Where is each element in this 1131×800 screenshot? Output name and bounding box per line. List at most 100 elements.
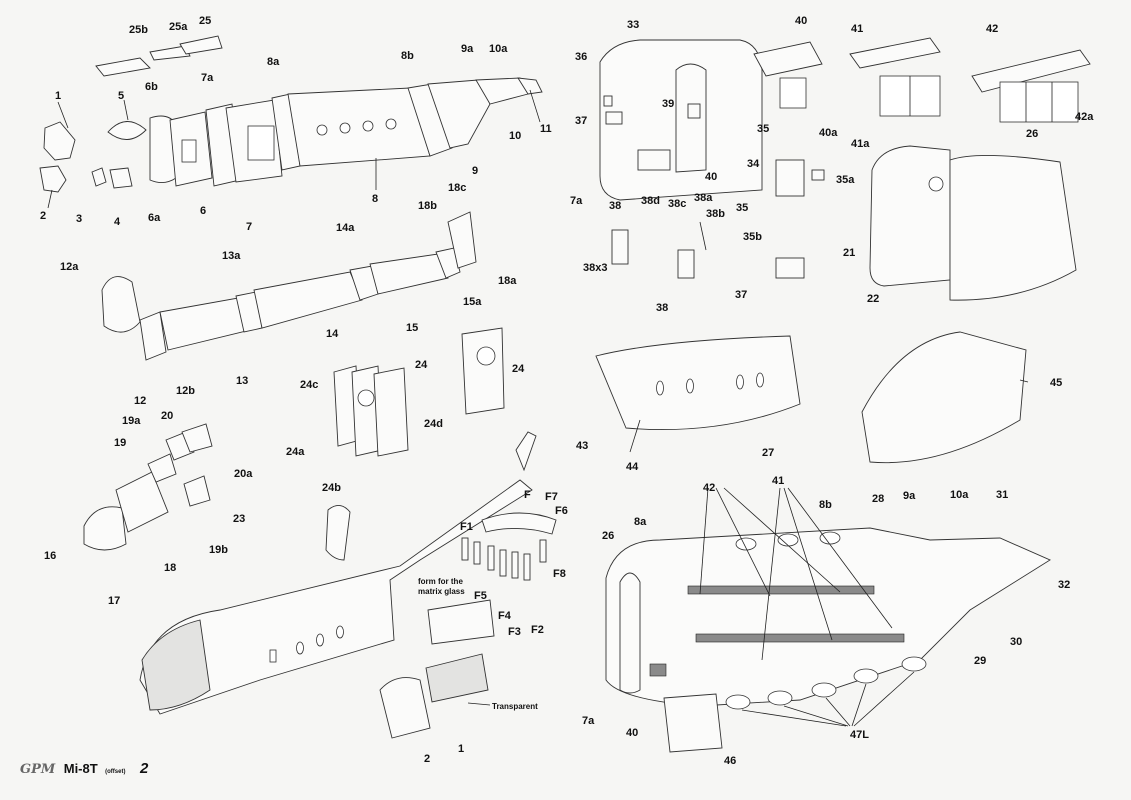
interior-parts: [599, 37, 1091, 301]
part-24: [373, 367, 409, 457]
label-35b: 35b: [743, 231, 762, 243]
part-24-porthole: [357, 389, 375, 407]
label-35-a: 35: [757, 123, 769, 135]
label-F: F: [524, 489, 531, 501]
leader-42c: [723, 487, 841, 593]
matrix-glass-form: [427, 599, 495, 645]
label-12a: 12a: [60, 261, 79, 273]
part-37-unit: [775, 257, 805, 279]
label-38b: 38b: [706, 208, 725, 220]
label-8a: 8a: [267, 56, 280, 68]
leader-47L-d: [851, 683, 867, 727]
label-35a: 35a: [836, 174, 855, 186]
label-9a: 9a: [461, 43, 474, 55]
window-8-3: [362, 120, 374, 132]
frame-F8: [539, 539, 547, 563]
part-47L-window-2: [767, 690, 793, 706]
label-37-a: 37: [575, 115, 587, 127]
label-43: 43: [576, 440, 588, 452]
window-8-1: [316, 124, 328, 136]
part-25b: [95, 57, 151, 77]
leader-11: [529, 89, 541, 123]
label-12: 12: [134, 395, 146, 407]
part-27-window-4: [756, 372, 764, 388]
label-6a: 6a: [148, 212, 161, 224]
leader-42a: [699, 487, 709, 595]
label-44: 44: [626, 461, 639, 473]
page-footer: GPM Mi-8T (offset) 2: [20, 760, 148, 778]
part-37-box: [605, 111, 623, 125]
label-1-nose: 1: [458, 743, 464, 755]
part-27-window-3: [736, 374, 744, 390]
frame-F4: [511, 551, 519, 579]
leader-47L-e: [853, 671, 915, 727]
label-24b: 24b: [322, 482, 341, 494]
label-18c: 18c: [448, 182, 466, 194]
label-24c: 24c: [300, 379, 318, 391]
leader-41b: [783, 487, 833, 641]
window-8-4: [385, 118, 397, 130]
label-6b: 6b: [145, 81, 158, 93]
label-27: 27: [762, 447, 774, 459]
part-40a-frame: [779, 77, 807, 109]
label-F1: F1: [460, 521, 473, 533]
bench-lower: [695, 633, 905, 643]
leader-45: [1019, 379, 1029, 383]
part-7-door: [247, 125, 275, 161]
label-38-a: 38: [609, 200, 621, 212]
transparent-sheet: [425, 653, 489, 703]
label-41a: 41a: [851, 138, 870, 150]
assembled-cockpit-glass: [141, 619, 211, 711]
part-12b: [139, 311, 167, 361]
label-18b: 18b: [418, 200, 437, 212]
label-42: 42: [986, 23, 998, 35]
label-20a: 20a: [234, 468, 253, 480]
leader-2: [47, 189, 53, 209]
label-30: 30: [1010, 636, 1022, 648]
label-9a-c: 9a: [903, 490, 916, 502]
part-47L-window-4: [853, 668, 879, 684]
label-38x3: 38x3: [583, 262, 607, 274]
part-40-panel: [753, 41, 823, 77]
label-16: 16: [44, 550, 56, 562]
label-46: 46: [724, 755, 736, 767]
label-40-c: 40: [626, 727, 638, 739]
label-F8: F8: [553, 568, 566, 580]
assembled-rotor-fin: [325, 505, 351, 561]
part-12-fin: [101, 276, 141, 333]
part-26-section: [949, 155, 1077, 301]
label-9: 9: [472, 165, 478, 177]
cutaway-body: [605, 527, 1051, 707]
label-24-b: 24: [512, 363, 525, 375]
leader-5: [123, 99, 129, 121]
label-7a-b: 7a: [570, 195, 583, 207]
brand-logo: GPM: [20, 762, 56, 777]
leader-1: [57, 101, 69, 129]
label-24-a: 24: [415, 359, 428, 371]
upper-window-1: [735, 537, 757, 551]
model-subtitle: (offset): [105, 769, 126, 775]
leader-transparent: [467, 702, 491, 706]
assembled-tail-rotor-mast: [515, 431, 537, 472]
label-14a: 14a: [336, 222, 355, 234]
cabin-sections: [595, 331, 1027, 464]
frame-F1: [461, 537, 469, 561]
part-24-door: [461, 327, 505, 415]
leader-47L-c: [825, 697, 851, 727]
part-2-chin: [39, 165, 67, 193]
label-36: 36: [575, 51, 587, 63]
label-26-c: 26: [602, 530, 614, 542]
part-35-cabinet: [775, 159, 805, 197]
label-38-b: 38: [656, 302, 668, 314]
label-19a: 19a: [122, 415, 141, 427]
label-40a: 40a: [819, 127, 838, 139]
label-41: 41: [851, 23, 863, 35]
part-8-fuselage: [287, 87, 431, 167]
label-20: 20: [161, 410, 173, 422]
part-5-canopy: [107, 121, 147, 140]
leader-47L-b: [783, 705, 849, 727]
label-8a-c: 8a: [634, 516, 647, 528]
label-26-a: 26: [1026, 128, 1038, 140]
part-14-boom: [253, 271, 363, 329]
